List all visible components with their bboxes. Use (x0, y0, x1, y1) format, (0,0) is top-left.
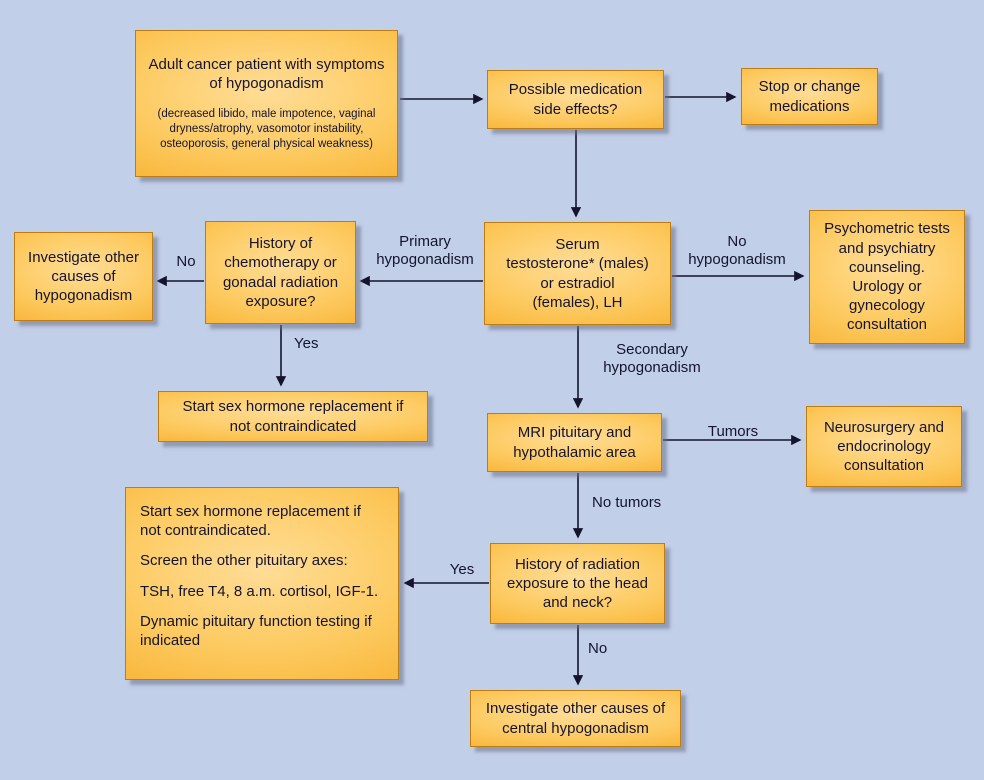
node-psychometric-tests: Psychometric tests and psychiatry counse… (809, 210, 965, 344)
edge-label-no-tumors: No tumors (592, 494, 662, 511)
node-stop-or-change-medications: Stop or change medications (741, 68, 878, 125)
edge-label-no-hypogonadism: No hypogonadism (688, 233, 786, 268)
edge-label-tumors: Tumors (707, 423, 759, 440)
node-investigate-other-causes: Investigate other causes of hypogonadism (14, 232, 153, 321)
screen-line-3: TSH, free T4, 8 a.m. cortisol, IGF-1. (140, 582, 379, 600)
node-adult-cancer-patient-title: Adult cancer patient with symptoms of hy… (148, 55, 385, 93)
node-head-neck-radiation-history: History of radiation exposure to the hea… (490, 543, 665, 624)
node-neurosurgery-consultation: Neurosurgery and endocrinology consultat… (806, 406, 962, 487)
node-chemo-radiation-history: History of chemotherapy or gonadal radia… (205, 221, 356, 324)
edge-label-primary-hypogonadism: Primary hypogonadism (376, 233, 474, 268)
node-mri-pituitary: MRI pituitary and hypothalamic area (487, 413, 662, 472)
edge-label-yes-radiation: Yes (449, 561, 475, 578)
edge-label-secondary-hypogonadism: Secondary hypogonadism (603, 341, 701, 376)
node-investigate-central-hypogonadism: Investigate other causes of central hypo… (470, 690, 681, 747)
node-serum-testosterone: Serum testosterone* (males) or estradiol… (484, 222, 671, 325)
screen-line-1: Start sex hormone replacement if not con… (140, 503, 361, 540)
screen-line-4: Dynamic pituitary function testing if in… (140, 612, 372, 649)
node-adult-cancer-patient-subtitle: (decreased libido, male impotence, vagin… (157, 108, 376, 151)
edge-label-no-radiation: No (588, 640, 608, 657)
node-hormone-replacement-and-screen: Start sex hormone replacement if not con… (125, 487, 399, 680)
edge-label-yes-chemo: Yes (294, 335, 319, 352)
node-adult-cancer-patient: Adult cancer patient with symptoms of hy… (135, 30, 398, 177)
node-medication-side-effects: Possible medication side effects? (487, 70, 664, 129)
edge-label-no-chemo: No (176, 253, 196, 270)
screen-line-2: Screen the other pituitary axes: (140, 552, 348, 570)
node-start-hormone-replacement: Start sex hormone replacement if not con… (158, 391, 428, 442)
